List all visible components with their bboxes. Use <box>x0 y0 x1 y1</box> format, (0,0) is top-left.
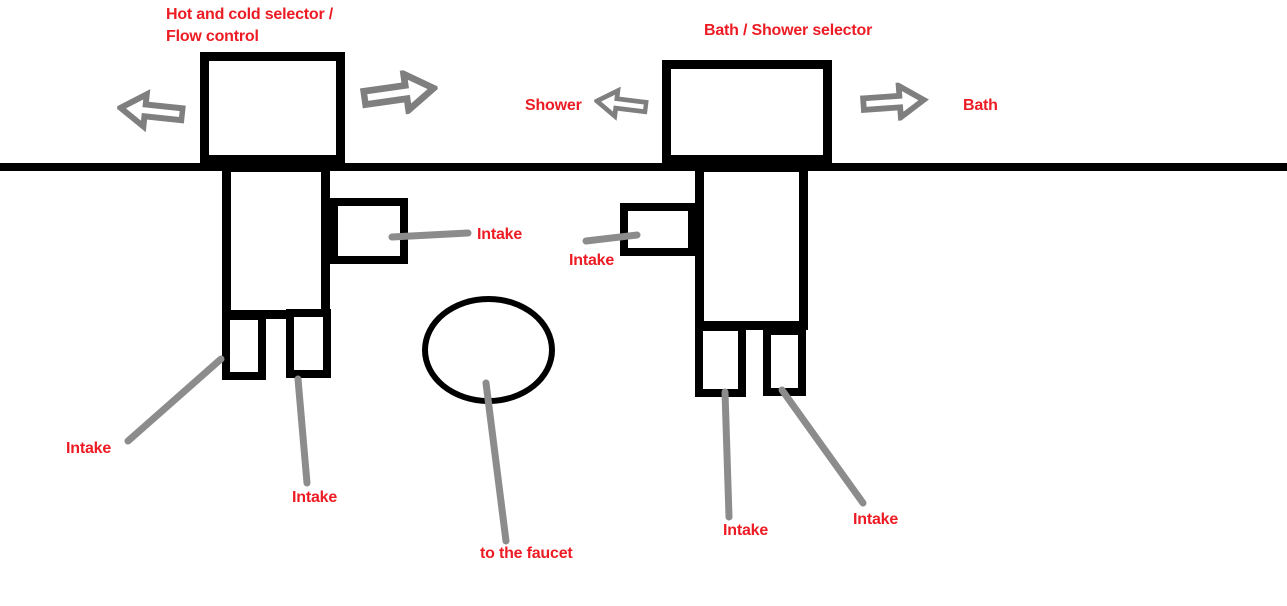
left-valve-title-line2: Flow control <box>166 28 259 45</box>
to-the-faucet-label: to the faucet <box>480 545 573 562</box>
left-valve-bottom-intake-port-right <box>286 309 331 378</box>
pointer-line-right-bottom-intake-right <box>778 386 867 507</box>
main-pipe-line <box>0 163 1287 171</box>
pointer-line-right-bottom-intake-left <box>721 388 733 521</box>
bath-direction-arrow-icon <box>860 80 929 123</box>
right-direction-arrow-icon <box>359 68 440 117</box>
left-valve-side-intake-port <box>330 198 408 264</box>
pointer-line-left-bottom-intake-right <box>294 375 311 487</box>
right-valve-stem <box>695 163 808 330</box>
right-valve-body <box>662 60 832 164</box>
right-valve-side-intake-port <box>620 203 696 256</box>
pointer-line-left-bottom-intake-left <box>124 355 225 445</box>
left-valve-bottom-intake-port-left <box>222 312 266 380</box>
left-valve-title-line1: Hot and cold selector / <box>166 6 333 23</box>
bath-label: Bath <box>963 97 998 114</box>
left-valve-stem <box>222 163 330 319</box>
left-bottom-intake-left-label: Intake <box>66 440 112 457</box>
left-valve-body <box>200 52 345 164</box>
right-valve-title: Bath / Shower selector <box>704 22 873 39</box>
left-bottom-intake-right-label: Intake <box>292 489 338 506</box>
left-side-intake-label: Intake <box>477 226 523 243</box>
right-valve-bottom-intake-port-right <box>763 327 806 396</box>
left-valve-title: Hot and cold selector / Flow control <box>166 4 333 48</box>
right-bottom-intake-left-label: Intake <box>723 522 769 539</box>
shower-direction-arrow-icon <box>592 86 649 121</box>
right-valve-bottom-intake-port-left <box>695 323 746 397</box>
right-side-intake-label: Intake <box>569 252 615 269</box>
shower-label: Shower <box>525 97 582 114</box>
right-bottom-intake-right-label: Intake <box>853 511 899 528</box>
pointer-line-to-faucet <box>482 379 510 545</box>
faucet-outlet-circle <box>422 296 555 404</box>
left-direction-arrow-icon <box>115 89 187 133</box>
